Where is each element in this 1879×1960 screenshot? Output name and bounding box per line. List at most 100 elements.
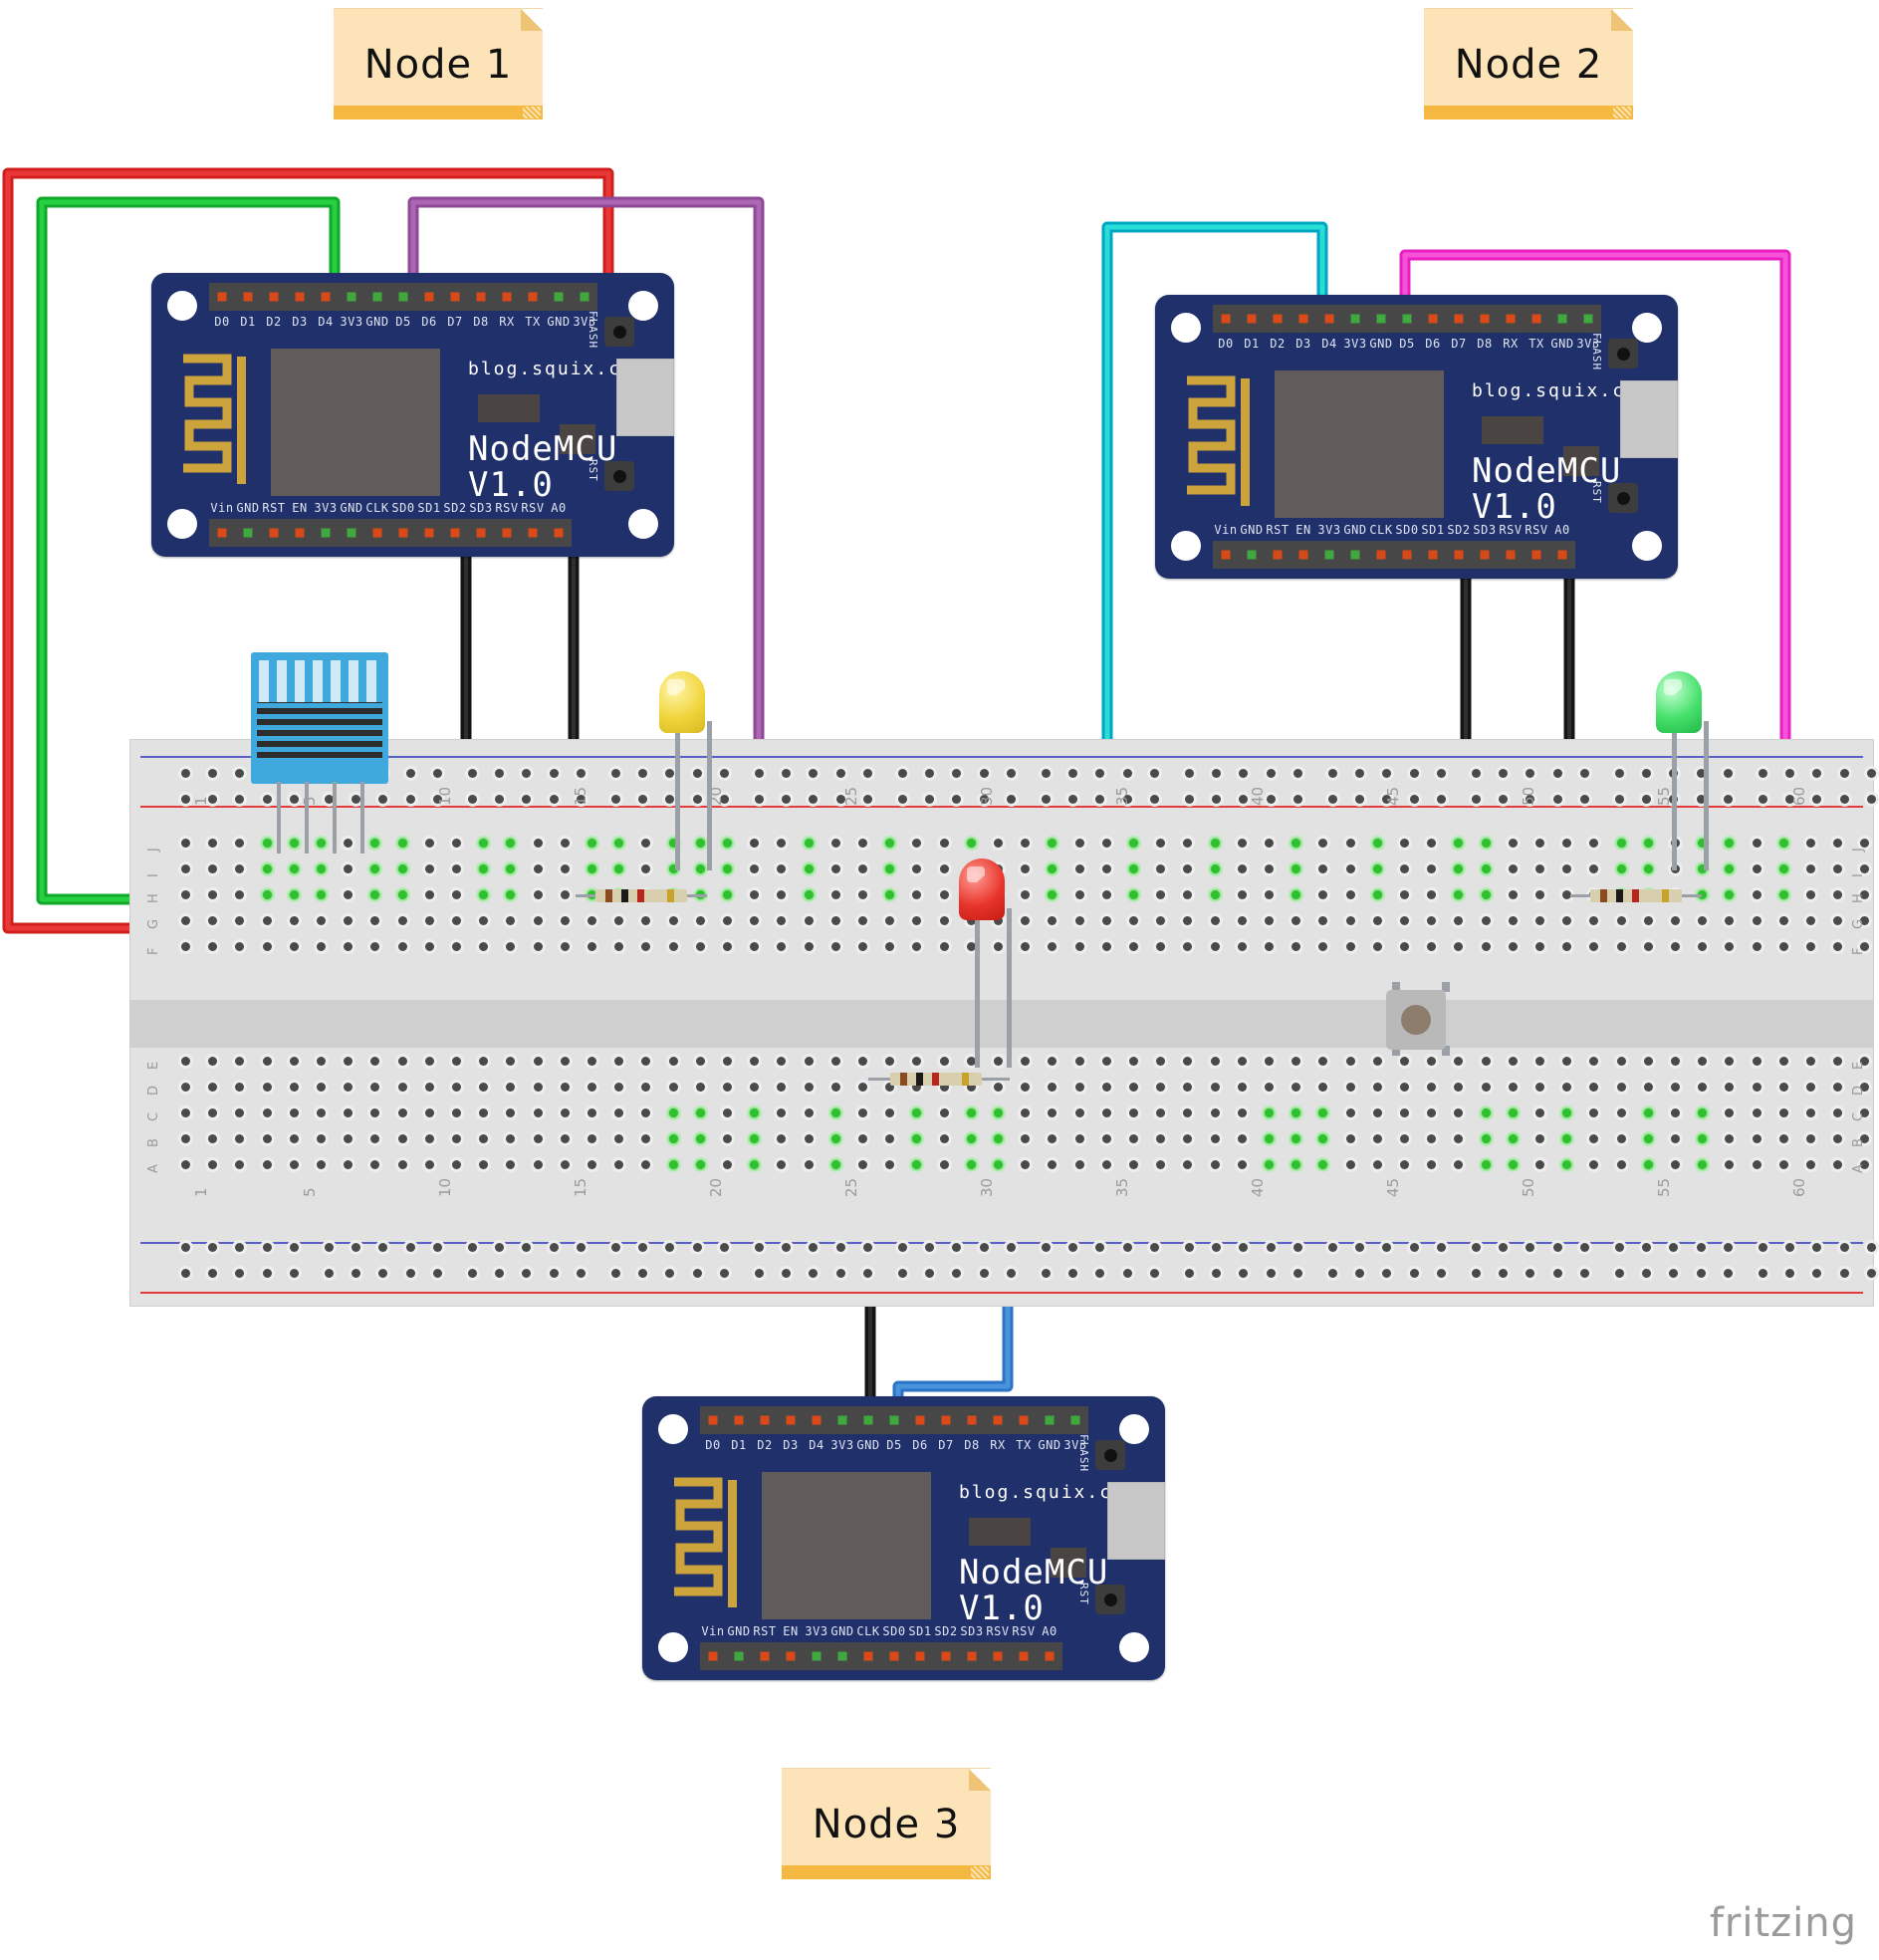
breadboard-hole[interactable] xyxy=(1695,1157,1711,1172)
breadboard-hole[interactable] xyxy=(1098,1157,1114,1172)
pin-d7[interactable] xyxy=(933,1406,959,1434)
breadboard-hole[interactable] xyxy=(1722,887,1738,902)
breadboard-hole[interactable] xyxy=(1775,1080,1791,1095)
breadboard-hole[interactable] xyxy=(801,1105,817,1120)
breadboard-rail-hole[interactable] xyxy=(465,1240,480,1255)
breadboard-rail-hole[interactable] xyxy=(1469,766,1484,781)
breadboard-hole[interactable] xyxy=(1018,1157,1034,1172)
breadboard-hole[interactable] xyxy=(1180,1105,1196,1120)
pin-3v3[interactable] xyxy=(1575,305,1601,333)
breadboard-hole[interactable] xyxy=(1262,1080,1277,1095)
breadboard-hole[interactable] xyxy=(286,1105,302,1120)
breadboard-rail-hole[interactable] xyxy=(375,1240,391,1255)
breadboard-hole[interactable] xyxy=(1397,1157,1412,1172)
breadboard-hole[interactable] xyxy=(1369,887,1385,902)
breadboard-hole[interactable] xyxy=(1586,1080,1602,1095)
pin-rst[interactable] xyxy=(261,519,287,547)
breadboard-rail-hole[interactable] xyxy=(1406,792,1422,807)
breadboard-hole[interactable] xyxy=(503,1105,519,1120)
breadboard-hole[interactable] xyxy=(232,1157,248,1172)
breadboard-hole[interactable] xyxy=(259,913,275,928)
breadboard-hole[interactable] xyxy=(1451,1054,1467,1069)
breadboard-hole[interactable] xyxy=(314,861,329,876)
breadboard-hole[interactable] xyxy=(557,861,573,876)
breadboard-hole[interactable] xyxy=(774,1105,790,1120)
breadboard-rail-hole[interactable] xyxy=(429,766,445,781)
breadboard-hole[interactable] xyxy=(827,1080,843,1095)
breadboard-hole[interactable] xyxy=(855,913,870,928)
breadboard-hole[interactable] xyxy=(1830,913,1846,928)
breadboard-rail-hole[interactable] xyxy=(1290,1266,1305,1281)
breadboard-hole[interactable] xyxy=(178,1157,193,1172)
breadboard-hole[interactable] xyxy=(341,913,356,928)
breadboard-rail-hole[interactable] xyxy=(716,1266,732,1281)
breadboard-hole[interactable] xyxy=(585,1054,599,1069)
breadboard-hole[interactable] xyxy=(1803,861,1818,876)
breadboard-rail-hole[interactable] xyxy=(1209,1266,1225,1281)
breadboard-hole[interactable] xyxy=(963,1105,979,1120)
breadboard-hole[interactable] xyxy=(1478,836,1494,851)
breadboard-hole[interactable] xyxy=(1369,1080,1385,1095)
breadboard-hole[interactable] xyxy=(827,1105,843,1120)
breadboard-hole[interactable] xyxy=(232,836,248,851)
breadboard-hole[interactable] xyxy=(1722,1080,1738,1095)
breadboard-hole[interactable] xyxy=(1586,1157,1602,1172)
breadboard-hole[interactable] xyxy=(367,861,383,876)
breadboard-hole[interactable] xyxy=(314,1105,329,1120)
breadboard-rail-hole[interactable] xyxy=(859,1240,875,1255)
breadboard-hole[interactable] xyxy=(1775,1157,1791,1172)
breadboard-hole[interactable] xyxy=(1289,939,1304,954)
breadboard-rail-hole[interactable] xyxy=(895,1266,910,1281)
breadboard-hole[interactable] xyxy=(1369,913,1385,928)
pin-d1[interactable] xyxy=(1239,305,1265,333)
breadboard-hole[interactable] xyxy=(720,1131,735,1146)
breadboard-hole[interactable] xyxy=(421,1131,437,1146)
breadboard-hole[interactable] xyxy=(1045,861,1060,876)
pin-tx[interactable] xyxy=(1524,305,1549,333)
breadboard-hole[interactable] xyxy=(882,836,898,851)
breadboard-hole[interactable] xyxy=(1180,913,1196,928)
breadboard-hole[interactable] xyxy=(1262,1105,1277,1120)
breadboard-hole[interactable] xyxy=(909,887,925,902)
pin-en[interactable] xyxy=(287,519,313,547)
breadboard-hole[interactable] xyxy=(1126,1080,1141,1095)
pin-d6[interactable] xyxy=(1420,305,1446,333)
breadboard-hole[interactable] xyxy=(1289,1157,1304,1172)
breadboard-rail-hole[interactable] xyxy=(402,792,418,807)
breadboard-hole[interactable] xyxy=(827,887,843,902)
breadboard-hole[interactable] xyxy=(1830,861,1846,876)
breadboard-hole[interactable] xyxy=(286,1080,302,1095)
breadboard-hole[interactable] xyxy=(557,1080,573,1095)
breadboard-rail-hole[interactable] xyxy=(716,792,732,807)
breadboard-hole[interactable] xyxy=(774,913,790,928)
breadboard-hole[interactable] xyxy=(1613,1080,1629,1095)
breadboard-hole[interactable] xyxy=(1532,1080,1547,1095)
breadboard-rail-hole[interactable] xyxy=(859,792,875,807)
breadboard-rail-hole[interactable] xyxy=(178,792,193,807)
breadboard-rail-hole[interactable] xyxy=(662,766,678,781)
breadboard-hole[interactable] xyxy=(1289,1054,1304,1069)
breadboard-rail-hole[interactable] xyxy=(832,766,848,781)
breadboard-hole[interactable] xyxy=(1289,836,1304,851)
breadboard-hole[interactable] xyxy=(1098,1080,1114,1095)
breadboard-hole[interactable] xyxy=(178,1054,193,1069)
breadboard-hole[interactable] xyxy=(1830,1157,1846,1172)
pin-gnd[interactable] xyxy=(1037,1406,1062,1434)
breadboard-rail-hole[interactable] xyxy=(1496,1266,1512,1281)
breadboard-hole[interactable] xyxy=(1695,1105,1711,1120)
breadboard-rail-hole[interactable] xyxy=(546,792,562,807)
breadboard-hole[interactable] xyxy=(882,939,898,954)
breadboard-rail-hole[interactable] xyxy=(1576,792,1592,807)
breadboard-hole[interactable] xyxy=(936,887,952,902)
breadboard-rail-hole[interactable] xyxy=(1352,792,1368,807)
breadboard-rail-hole[interactable] xyxy=(1433,792,1449,807)
breadboard-hole[interactable] xyxy=(449,861,464,876)
breadboard-rail-hole[interactable] xyxy=(1720,1240,1736,1255)
breadboard-hole[interactable] xyxy=(314,939,329,954)
breadboard-rail-hole[interactable] xyxy=(1209,1240,1225,1255)
breadboard-hole[interactable] xyxy=(557,1105,573,1120)
breadboard-hole[interactable] xyxy=(720,1054,735,1069)
breadboard-rail-hole[interactable] xyxy=(1003,766,1019,781)
breadboard-hole[interactable] xyxy=(1749,1054,1764,1069)
breadboard-hole[interactable] xyxy=(1071,1131,1087,1146)
